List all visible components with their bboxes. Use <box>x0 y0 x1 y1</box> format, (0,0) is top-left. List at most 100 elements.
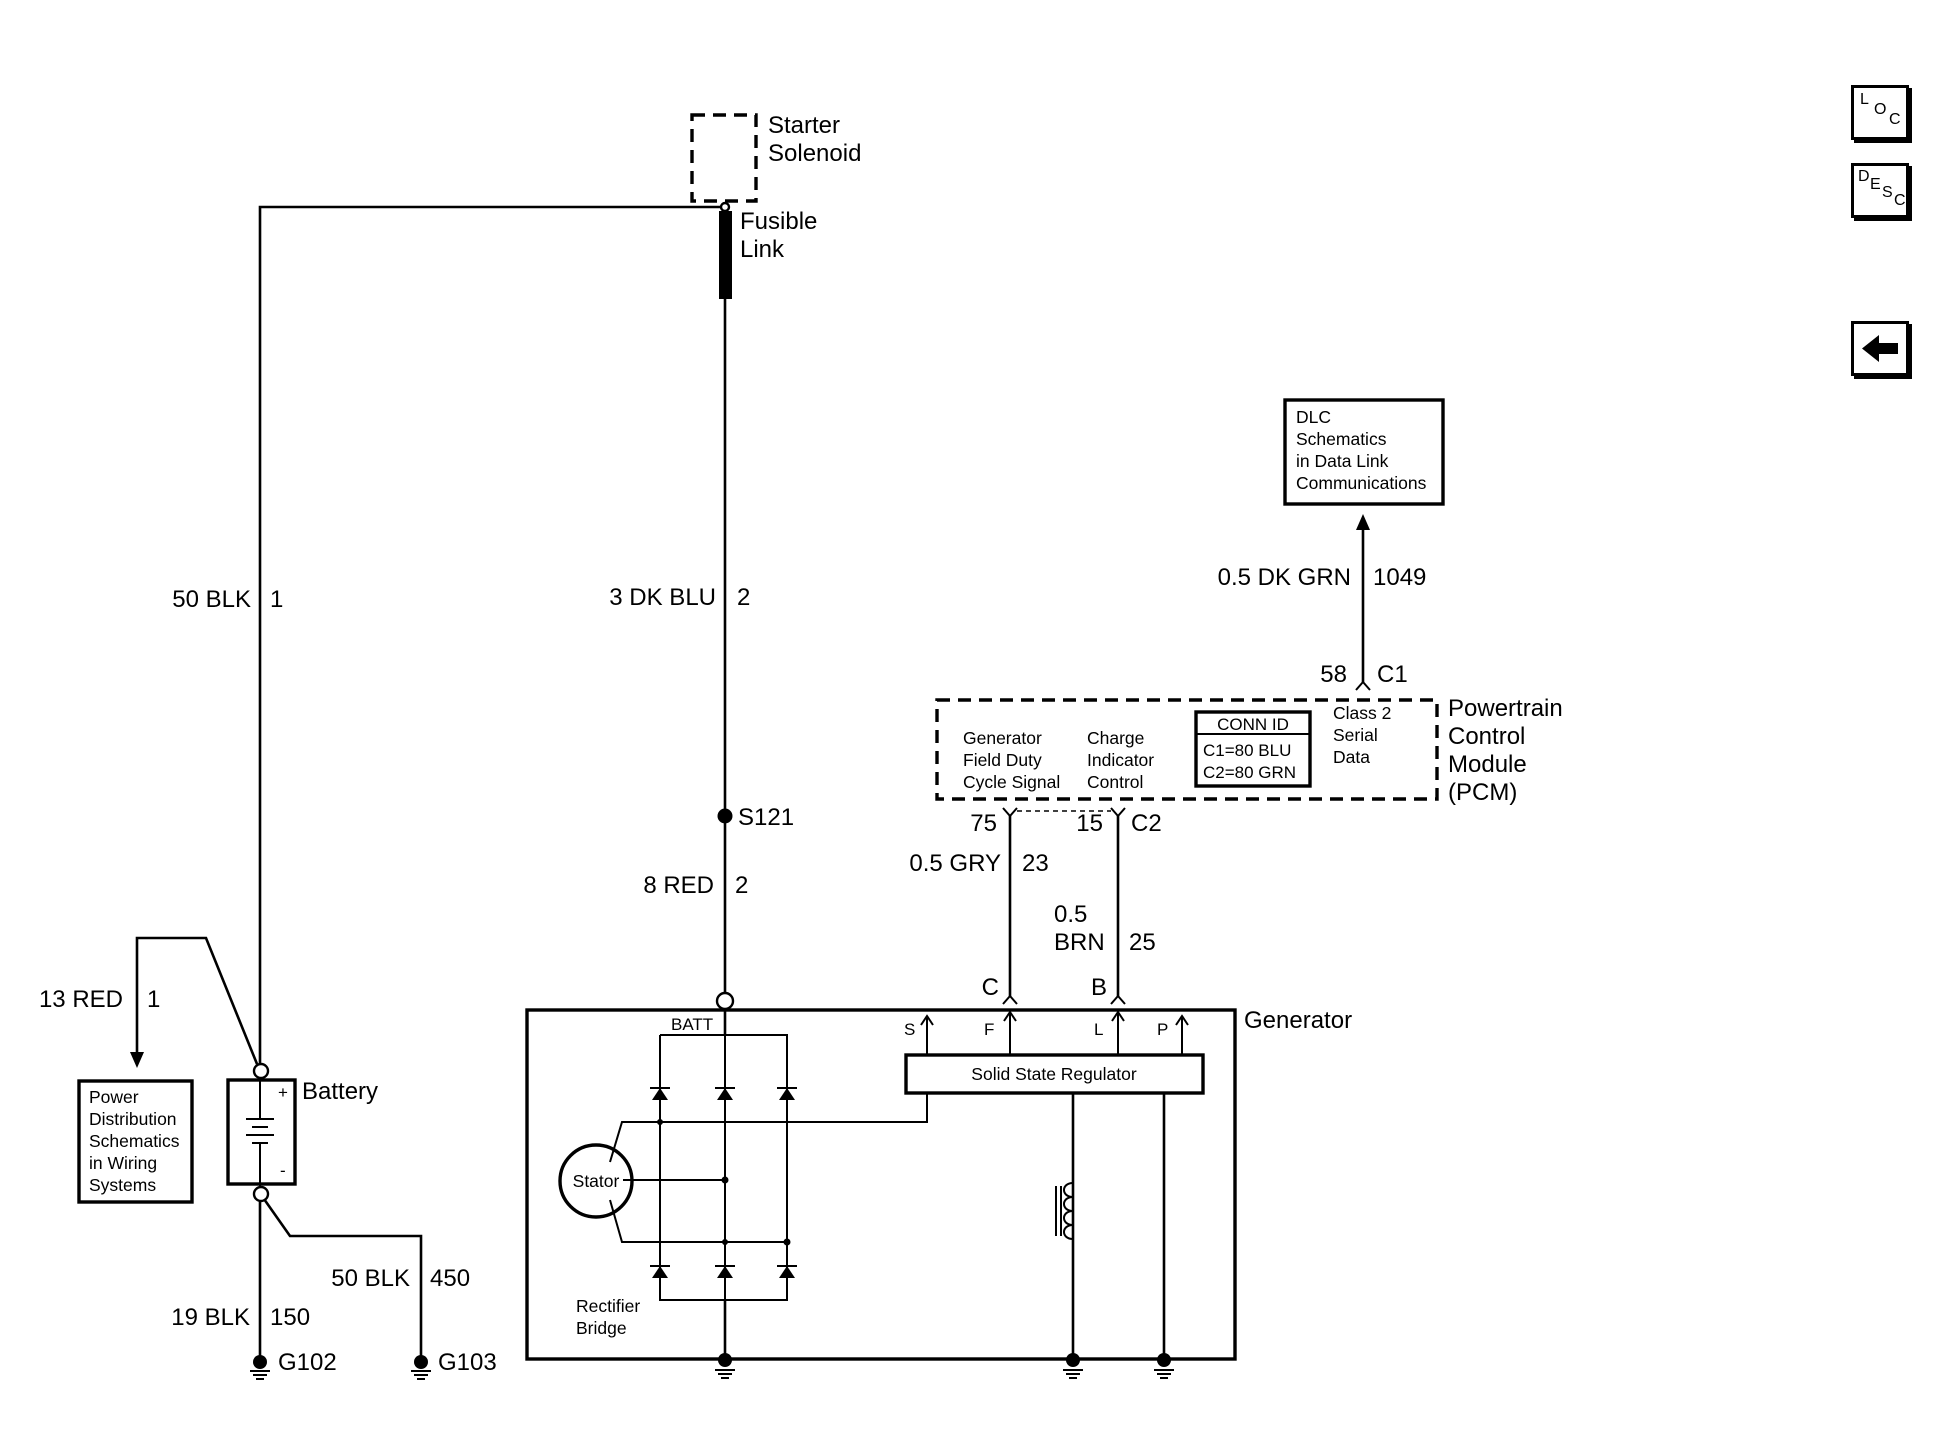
stator <box>558 1143 634 1219</box>
wire-battery-to-solenoid <box>258 205 721 1071</box>
wire-50blk-g103 <box>262 1198 423 1359</box>
pin-75-label: 75 <box>970 810 997 837</box>
battery-negative-terminal <box>252 1185 270 1203</box>
power-distribution-box <box>77 1079 194 1204</box>
wire-3dkblu-label: 3 DK BLU <box>609 584 716 611</box>
pcm-class2-1: Class 2 <box>1333 703 1391 723</box>
battery-plus: + <box>278 1083 288 1102</box>
pin-15-label: 15 <box>1076 810 1103 837</box>
connector-c2-label: C2 <box>1131 810 1162 837</box>
terminal-arrows <box>920 1010 1189 1055</box>
loc-letter-l: L <box>1860 91 1869 108</box>
terminal-l-label: L <box>1094 1020 1103 1039</box>
terminal-s-label: S <box>904 1020 915 1039</box>
wire-19blk-circuit: 150 <box>270 1304 310 1331</box>
generator-box <box>525 1008 1237 1361</box>
pcm-charge-3: Control <box>1087 772 1143 792</box>
generator-ground-icons <box>715 1369 1174 1379</box>
pcm-box <box>935 698 1439 801</box>
rectifier-label-2: Bridge <box>576 1318 627 1338</box>
wire-8red-circuit: 2 <box>735 872 748 899</box>
pcm-gen-field-1: Generator <box>963 728 1042 748</box>
batt-terminal-label: BATT <box>671 1015 713 1034</box>
battery-minus: - <box>280 1161 286 1180</box>
desc-button[interactable]: D E S C <box>1851 163 1909 218</box>
ground-g103-dot <box>414 1355 428 1369</box>
pcm-label-4: (PCM) <box>1448 779 1517 806</box>
starter-solenoid-label-1: Starter <box>768 112 840 139</box>
connector-c1-label: C1 <box>1377 661 1408 688</box>
desc-letter-c: C <box>1894 192 1906 209</box>
loc-letter-c: C <box>1889 111 1901 128</box>
pcm-charge-2: Indicator <box>1087 750 1154 770</box>
desc-letter-d: D <box>1858 168 1870 185</box>
ground-g102-dot <box>253 1355 267 1369</box>
wire-0.5gry-circuit: 23 <box>1022 850 1049 877</box>
loc-letter-o: O <box>1874 101 1887 118</box>
power-dist-line-4: in Wiring <box>89 1153 157 1173</box>
pcm-class2-3: Data <box>1333 747 1370 767</box>
wire-19blk-label: 19 BLK <box>171 1304 250 1331</box>
starter-solenoid-box <box>690 113 758 203</box>
stator-label: Stator <box>573 1171 620 1191</box>
wire-0.5brn-label-1: 0.5 <box>1054 901 1087 928</box>
dlc-line-2: Schematics <box>1296 429 1387 449</box>
arrow-to-dlc <box>1356 514 1370 530</box>
conn-id-box <box>1194 710 1312 788</box>
wire-8red-label: 8 RED <box>643 872 714 899</box>
wiring-schematic: Starter Solenoid Fusible Link S 1 2 1 50 BL… <box>39 112 1563 1380</box>
starter-solenoid-label-2: Solenoid <box>768 140 861 167</box>
back-arrow-icon <box>1862 335 1898 362</box>
battery-body <box>226 1078 297 1186</box>
pcm-gen-field-3: Cycle Signal <box>963 772 1060 792</box>
generator-ground-1 <box>718 1353 732 1367</box>
dlc-line-1: DLC <box>1296 407 1331 427</box>
fusible-link-label-2: Link <box>740 236 785 263</box>
pcm-charge-1: Charge <box>1087 728 1144 748</box>
loc-button[interactable]: L O C <box>1851 85 1909 140</box>
wire-50blk-circuit: 1 <box>270 586 283 613</box>
terminal-p-label: P <box>1157 1020 1168 1039</box>
desc-letter-s: S <box>1882 184 1893 201</box>
arrow-to-power-distribution <box>130 1052 144 1068</box>
dlc-box <box>1283 398 1445 506</box>
power-dist-line-1: Power <box>89 1087 139 1107</box>
power-dist-line-2: Distribution <box>89 1109 177 1129</box>
wire-3dkblu-circuit: 2 <box>737 584 750 611</box>
field-coil <box>1055 1182 1074 1240</box>
ground-g103-icon <box>411 1370 431 1380</box>
power-dist-line-5: Systems <box>89 1175 156 1195</box>
rectifier-bridge <box>609 1034 797 1301</box>
wire-0.5dkgrn-label: 0.5 DK GRN <box>1218 564 1351 591</box>
battery-positive-terminal <box>252 1062 270 1080</box>
power-dist-line-3: Schematics <box>89 1131 180 1151</box>
pcm-connector-c1-pin58 <box>1355 680 1371 691</box>
wire-regulator-to-rectifier <box>787 1093 928 1123</box>
solenoid-terminal <box>719 201 731 213</box>
pin-58-label: 58 <box>1320 661 1347 688</box>
dlc-line-4: Communications <box>1296 473 1427 493</box>
ground-g102-label: G102 <box>278 1349 337 1376</box>
wire-0.5brn-circuit: 25 <box>1129 929 1156 956</box>
wire-13red-circuit: 1 <box>147 986 160 1013</box>
ground-g102-icon <box>250 1370 270 1380</box>
generator-ground-2 <box>1066 1353 1080 1367</box>
wire-50blk-label: 50 BLK <box>172 586 251 613</box>
wire-0.5dkgrn-circuit: 1049 <box>1373 564 1426 591</box>
splice-s121 <box>717 808 733 824</box>
dlc-line-3: in Data Link <box>1296 451 1389 471</box>
solid-state-regulator <box>904 1053 1205 1095</box>
generator-ground-3 <box>1157 1353 1171 1367</box>
back-button[interactable] <box>1851 321 1909 376</box>
wire-13red-label: 13 RED <box>39 986 123 1013</box>
gen-pin-b-label: B <box>1091 974 1107 1001</box>
gen-pin-c-label: C <box>982 974 999 1001</box>
generator-batt-terminal <box>715 991 735 1011</box>
wire-50blk-450-label: 50 BLK <box>331 1265 410 1292</box>
wire-0.5gry-label: 0.5 GRY <box>909 850 1001 877</box>
rectifier-label-1: Rectifier <box>576 1296 640 1316</box>
regulator-label: Solid State Regulator <box>971 1064 1137 1084</box>
fusible-link-label-1: Fusible <box>740 208 817 235</box>
pcm-connector-pin75 <box>1002 807 1018 818</box>
desc-letter-e: E <box>1870 176 1881 193</box>
